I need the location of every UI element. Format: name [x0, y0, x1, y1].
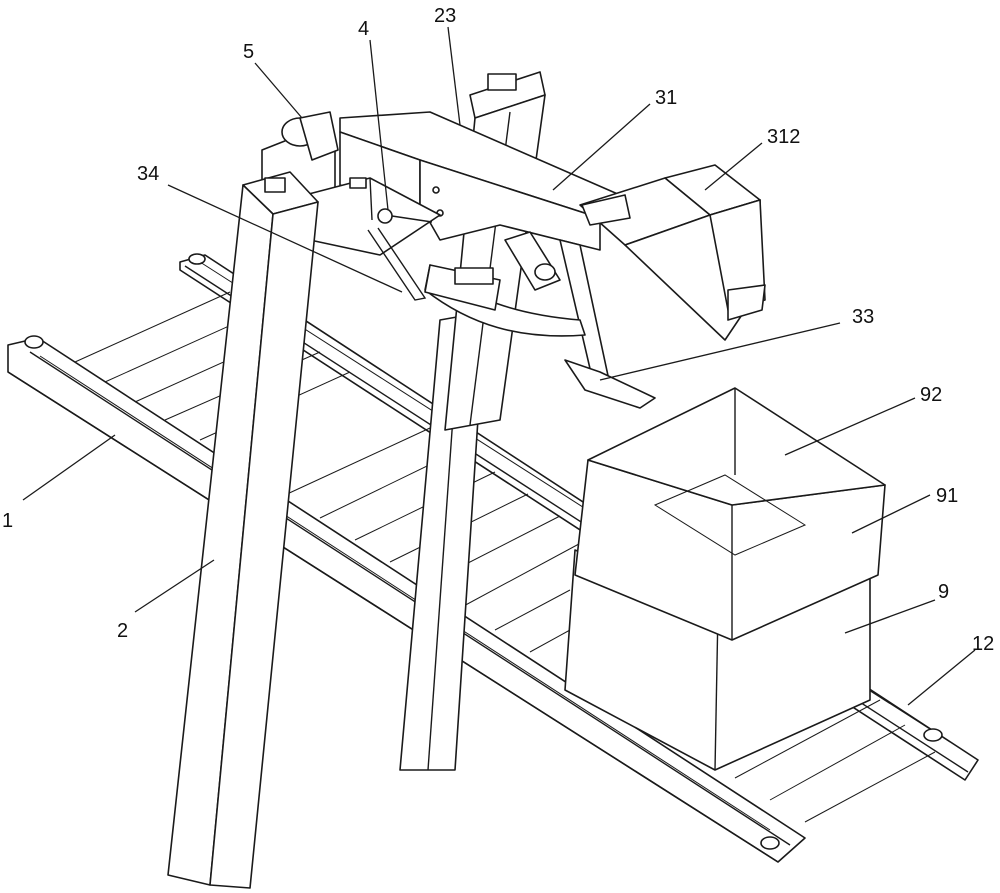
label-92: 92	[920, 384, 942, 406]
label-12: 12	[972, 633, 994, 655]
opening-92	[587, 387, 886, 506]
top-beam-assembly	[339, 111, 656, 409]
label-312: 312	[767, 126, 800, 148]
box-assembly	[564, 387, 886, 771]
label-9: 9	[938, 581, 949, 603]
front-post-2	[167, 171, 319, 889]
label-23: 23	[434, 5, 456, 27]
label-4: 4	[358, 18, 369, 40]
hopper-312	[579, 164, 766, 341]
pulley-front-right	[760, 836, 780, 850]
label-1: 1	[2, 510, 13, 532]
pulley-back-right	[923, 728, 943, 742]
label-34: 34	[137, 163, 159, 185]
pulley-back-left	[188, 253, 206, 265]
label-2: 2	[117, 620, 128, 642]
pulley-front-left	[24, 335, 44, 349]
label-5: 5	[243, 41, 254, 63]
part-labels: 1 2 4 5 23 31 312 34 33 92 91 9 12	[2, 5, 994, 655]
label-91: 91	[936, 485, 958, 507]
label-31: 31	[655, 87, 677, 109]
sensor-4	[377, 208, 393, 224]
label-33: 33	[852, 306, 874, 328]
leader-lines	[22, 26, 976, 706]
